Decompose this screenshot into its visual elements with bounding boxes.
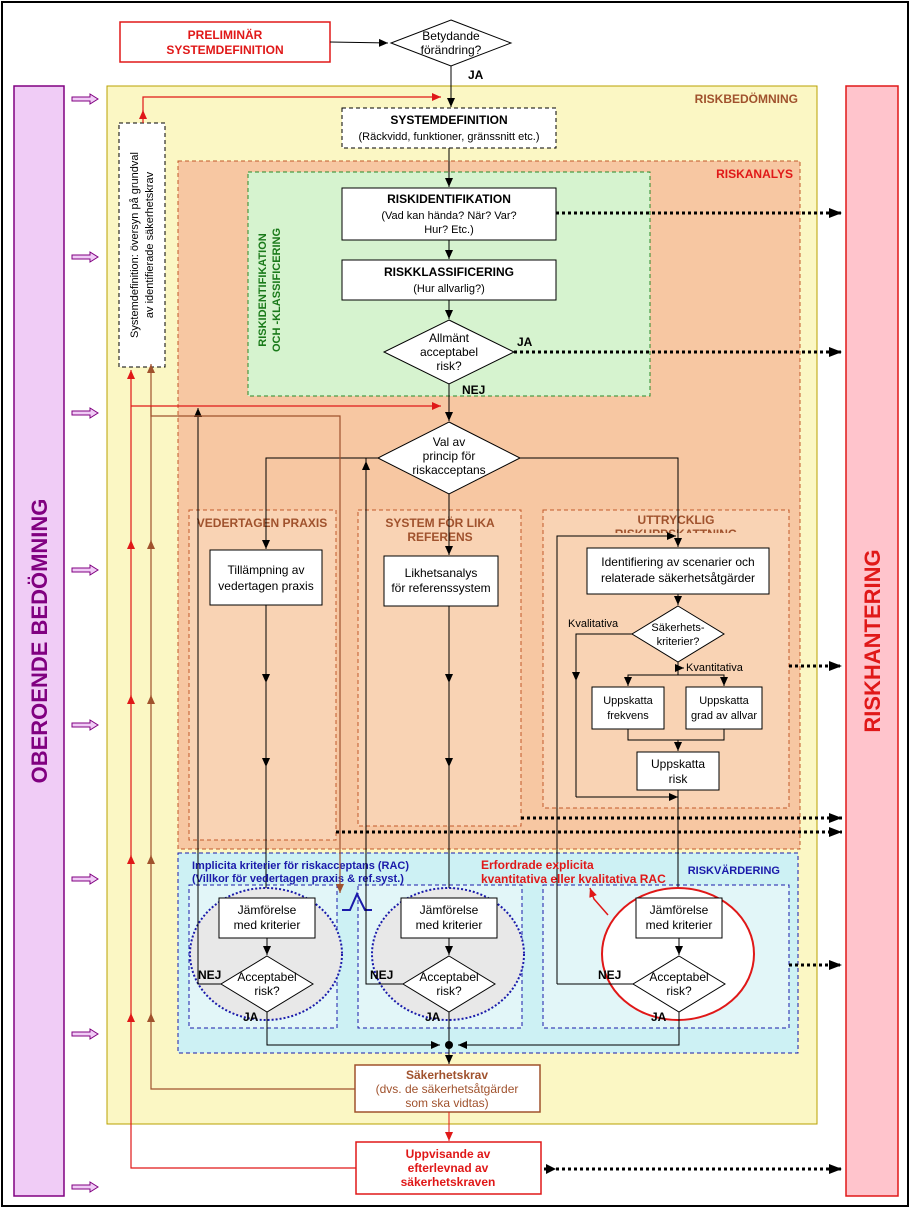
sakerhetskrav-title: Säkerhetskrav <box>406 1068 488 1082</box>
green-title-2: OCH -KLASSIFICERING <box>271 228 283 352</box>
green-title-1: RISKIDENTIFIKATION <box>257 233 269 347</box>
riskklass-sub: (Hur allvarlig?) <box>413 283 485 295</box>
sakerhets-line2: kriterier? <box>657 636 700 648</box>
jamforelse-mid-line1: Jämförelse <box>420 903 479 917</box>
nej-left: NEJ <box>198 968 221 982</box>
likhet-line1: Likhetsanalys <box>405 566 478 580</box>
systemdef-review-line2: av identifierade säkerhetskrav <box>144 171 156 318</box>
nej-mid: NEJ <box>370 968 393 982</box>
tillampning-box <box>209 549 323 606</box>
kvalitativa-label: Kvalitativa <box>568 618 619 630</box>
system-title-2: REFERENS <box>407 530 472 544</box>
identifiering-box <box>586 547 770 595</box>
systemdef-review-box <box>118 122 166 368</box>
uppvisande-box <box>355 1141 542 1195</box>
oberoende-bar <box>13 85 65 1197</box>
allmant-nej: NEJ <box>462 383 485 397</box>
system-title-1: SYSTEM FÖR LIKA <box>385 515 495 530</box>
uppvisande-line3: säkerhetskraven <box>401 1175 496 1189</box>
nej-right: NEJ <box>598 968 621 982</box>
jamforelse-box-mid <box>400 897 498 939</box>
uppskatta-risk-box <box>636 751 720 791</box>
implicit-line2: (Villkor för vedertagen praxis & ref.sys… <box>192 873 404 885</box>
uttrycklig-title-1: UTTRYCKLIG <box>638 513 715 527</box>
riskbedomning-title: RISKBEDÖMNING <box>695 91 798 106</box>
likhet-box <box>383 555 499 607</box>
frekvens-box <box>591 686 665 730</box>
tillampning-line1: Tillämpning av <box>228 563 305 577</box>
systemdef-box <box>341 107 557 149</box>
ja-left: JA <box>243 1010 259 1024</box>
allvar-line1: Uppskatta <box>699 695 749 707</box>
jamforelse-right-line2: med kriterier <box>646 918 713 932</box>
ja-mid: JA <box>425 1010 441 1024</box>
allvar-box <box>685 686 763 730</box>
betydande-line1: Betydande <box>422 29 480 43</box>
val-line2: princip för <box>423 449 476 463</box>
jamforelse-right-line1: Jämförelse <box>650 903 709 917</box>
allmant-ja: JA <box>517 335 533 349</box>
independent-arrows <box>71 93 99 1193</box>
acceptabel-left-line2: risk? <box>254 984 280 998</box>
explicit-line1: Erfordrade explicita <box>481 858 594 872</box>
riskident-box <box>341 187 557 241</box>
sakerhetskrav-line1: (dvs. de säkerhetsåtgärder <box>376 1082 519 1096</box>
riskklass-box <box>341 259 557 301</box>
acceptabel-mid-line2: risk? <box>436 984 462 998</box>
riskhantering-label: RISKHANTERING <box>860 549 885 732</box>
kvantitativa-label: Kvantitativa <box>686 662 744 674</box>
systemdef-sub: (Räckvidd, funktioner, gränssnitt etc.) <box>359 131 540 143</box>
allmant-line3: risk? <box>436 359 462 373</box>
ja-top: JA <box>468 68 484 82</box>
preliminar-line2: SYSTEMDEFINITION <box>166 43 283 57</box>
explicit-line2: kvantitativa eller kvalitativa RAC <box>481 872 666 886</box>
riskanalys-title: RISKANALYS <box>716 167 793 181</box>
preliminar-line1: PRELIMINÄR <box>188 27 263 42</box>
uppvisande-line2: efterlevnad av <box>408 1161 489 1175</box>
uppskatta-risk-line1: Uppskatta <box>651 757 705 771</box>
acceptabel-left-line1: Acceptabel <box>237 970 296 984</box>
jamforelse-left-line1: Jämförelse <box>238 903 297 917</box>
riskident-title: RISKIDENTIFIKATION <box>387 192 511 206</box>
sakerhetskrav-line2: som ska vidtas) <box>405 1096 488 1110</box>
sakerhetskrav-box <box>354 1064 541 1113</box>
acceptabel-right-line2: risk? <box>666 984 692 998</box>
allmant-line1: Allmänt <box>429 331 470 345</box>
riskklass-title: RISKKLASSIFICERING <box>384 265 514 279</box>
riskvardering-title: RISKVÄRDERING <box>688 864 780 877</box>
allvar-line2: grad av allvar <box>691 710 757 722</box>
riskident-line1: (Vad kan hända? När? Var? <box>381 210 516 222</box>
acceptabel-mid-line1: Acceptabel <box>419 970 478 984</box>
riskident-line2: Hur? Etc.) <box>424 224 474 236</box>
betydande-line2: förändring? <box>421 43 482 57</box>
jamforelse-mid-line2: med kriterier <box>416 918 483 932</box>
riskhantering-bar <box>845 85 899 1197</box>
identifiering-line2: relaterade säkerhetsåtgärder <box>601 571 755 585</box>
frekvens-line2: frekvens <box>607 710 649 722</box>
frekvens-line1: Uppskatta <box>603 695 653 707</box>
uppskatta-risk-line2: risk <box>669 772 689 786</box>
tillampning-line2: vedertagen praxis <box>218 579 313 593</box>
sakerhets-line1: Säkerhets- <box>651 622 705 634</box>
likhet-line2: för referenssystem <box>391 581 490 595</box>
systemdef-title: SYSTEMDEFINITION <box>390 113 507 127</box>
allmant-line2: acceptabel <box>420 345 478 359</box>
acceptabel-right-line1: Acceptabel <box>649 970 708 984</box>
uppvisande-line1: Uppvisande av <box>406 1147 491 1161</box>
ja-right: JA <box>651 1010 667 1024</box>
oberoende-label: OBEROENDE BEDÖMNING <box>27 499 52 784</box>
vedertagen-title: VEDERTAGEN PRAXIS <box>197 516 327 530</box>
uttrycklig-title-2: RISKUPPSKATTNING <box>615 527 737 541</box>
val-line3: riskacceptans <box>412 463 485 477</box>
val-line1: Val av <box>433 435 465 449</box>
implicit-line1: Implicita kriterier för riskacceptans (R… <box>192 860 409 872</box>
systemdef-review-line1: Systemdefinition: översyn på grundval <box>129 152 141 338</box>
jamforelse-box-right <box>635 897 723 939</box>
jamforelse-left-line2: med kriterier <box>234 918 301 932</box>
identifiering-line1: Identifiering av scenarier och <box>601 555 754 569</box>
